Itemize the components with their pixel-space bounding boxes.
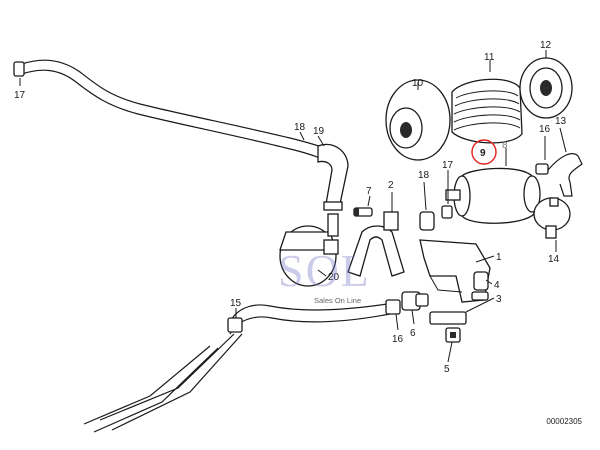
diagram-reference-code: 00002305 <box>546 417 582 426</box>
hose-connector <box>401 291 429 311</box>
fuel-filter <box>533 197 571 239</box>
mounting-clamp <box>347 211 405 277</box>
callout-1: 1 <box>496 252 502 263</box>
callout-11: 11 <box>484 52 495 63</box>
callout-17: 17 <box>442 160 454 171</box>
hex-nut <box>445 327 461 343</box>
pump-bracket <box>419 239 491 303</box>
boot-cap <box>519 57 573 119</box>
callout-14: 14 <box>548 254 560 265</box>
callout-4: 4 <box>494 280 500 291</box>
callout-labels: 17 18 19 10 11 12 16 13 9 8 17 18 7 2 1 … <box>14 40 567 375</box>
callout-15: 15 <box>230 298 242 309</box>
callout-16: 16 <box>539 124 551 135</box>
callout-20: 20 <box>328 272 340 283</box>
callout-19: 19 <box>313 126 325 137</box>
callout-10: 10 <box>412 78 424 89</box>
pump-outlet-hose <box>535 153 583 197</box>
callout-3: 3 <box>496 294 502 305</box>
callout-17: 17 <box>14 90 26 101</box>
fuel-pump <box>445 167 541 224</box>
callout-8: 8 <box>502 140 508 151</box>
callout-16: 16 <box>392 334 404 345</box>
callout-18: 18 <box>418 170 430 181</box>
bolt <box>353 207 373 217</box>
watermark-subtitle: Sales On Line <box>314 296 362 305</box>
callout-6: 6 <box>410 328 416 339</box>
leader-lines <box>19 50 567 363</box>
fuel-accumulator <box>279 213 339 287</box>
callout-7: 7 <box>366 186 372 197</box>
pressure-damper <box>385 79 451 161</box>
callout-9: 9 <box>480 148 486 159</box>
callout-13: 13 <box>555 116 567 127</box>
callout-12: 12 <box>540 40 552 51</box>
highlight-circle <box>471 139 497 165</box>
lower-fuel-hose <box>83 299 401 433</box>
watermark-logo: SOL <box>278 245 371 296</box>
upper-fuel-hose <box>13 59 349 211</box>
pump-small-parts <box>419 205 453 231</box>
callout-18: 18 <box>294 122 306 133</box>
callout-2: 2 <box>388 180 394 191</box>
rubber-boot <box>451 78 523 144</box>
callout-5: 5 <box>444 364 450 375</box>
